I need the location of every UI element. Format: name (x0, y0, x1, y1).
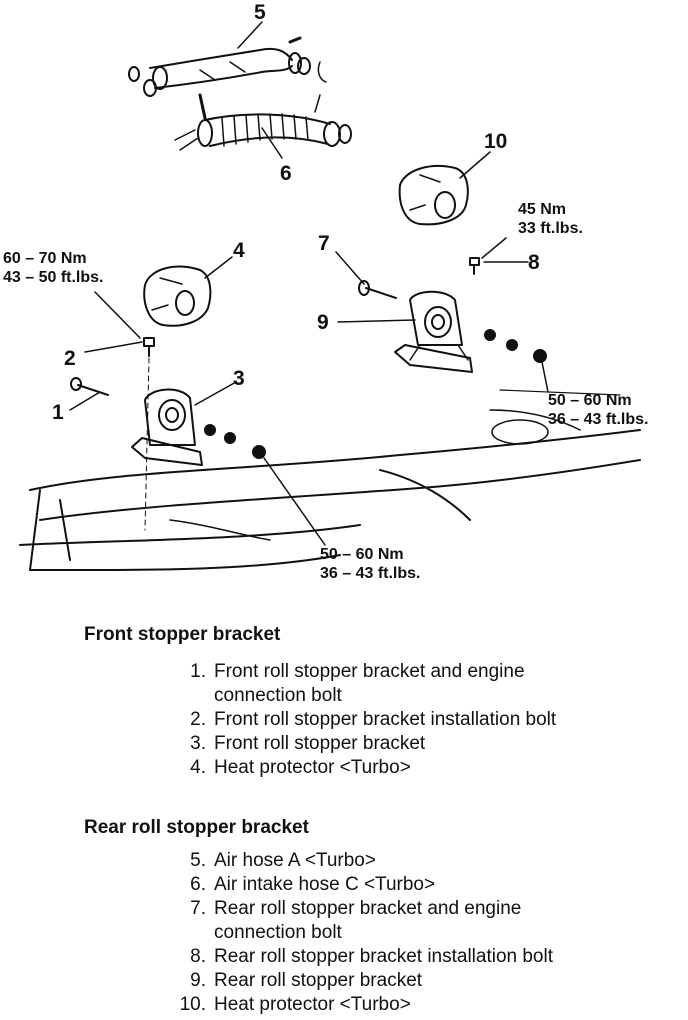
item-number: 4. (190, 757, 206, 778)
torque-nuts-rear: 50 – 60 Nm 36 – 43 ft.lbs. (548, 391, 649, 429)
item-text: Heat protector <Turbo> (214, 757, 411, 778)
callout-9: 9 (317, 311, 329, 334)
torque-nm: 60 – 70 Nm (3, 250, 87, 267)
torque-bolt-8: 45 Nm 33 ft.lbs. (518, 200, 583, 238)
list-item: 3. Front roll stopper bracket (168, 732, 556, 756)
bolt-2 (143, 337, 155, 531)
torque-ftlbs: 36 – 43 ft.lbs. (320, 565, 421, 582)
air-hose-a (128, 36, 327, 97)
item-number: 7. (190, 898, 206, 919)
list-item: 6. Air intake hose C <Turbo> (168, 873, 553, 897)
rear-stopper-bracket (394, 290, 473, 373)
callout-6: 6 (280, 162, 292, 185)
item-text: Rear roll stopper bracket installation b… (214, 946, 554, 967)
callout-8: 8 (528, 251, 540, 274)
list-item: 1. Front roll stopper bracket and engine c… (168, 660, 556, 708)
callout-5: 5 (254, 1, 266, 24)
exploded-diagram (19, 21, 641, 572)
item-text: Front roll stopper bracket installation … (214, 709, 557, 730)
list-item: 7. Rear roll stopper bracket and engine co… (168, 897, 553, 945)
torque-ftlbs: 43 – 50 ft.lbs. (3, 269, 104, 286)
torque-bolt-2: 60 – 70 Nm 43 – 50 ft.lbs. (3, 249, 104, 287)
item-text: Rear roll stopper bracket (214, 970, 423, 991)
item-text: Air hose A <Turbo> (214, 850, 376, 871)
bolt-8 (469, 257, 480, 275)
item-number: 5. (190, 850, 206, 871)
torque-nm: 50 – 60 Nm (320, 546, 404, 563)
list-item: 4. Heat protector <Turbo> (168, 756, 556, 780)
item-number: 6. (190, 874, 206, 895)
item-text: Front roll stopper bracket (214, 733, 426, 754)
item-text: Front roll stopper bracket and engine (214, 661, 525, 682)
item-text: Heat protector <Turbo> (214, 994, 411, 1015)
list-item: 9. Rear roll stopper bracket (168, 969, 553, 993)
bolt-7 (358, 280, 397, 299)
item-text-continued: connection bolt (214, 922, 342, 943)
callout-4: 4 (233, 239, 245, 262)
list-item: 10. Heat protector <Turbo> (168, 993, 553, 1017)
rear-section-title: Rear roll stopper bracket (84, 817, 309, 838)
list-item: 2. Front roll stopper bracket installatio… (168, 708, 556, 732)
leader-lines (69, 21, 549, 546)
callout-3: 3 (233, 367, 245, 390)
torque-nm: 50 – 60 Nm (548, 392, 632, 409)
bolt-1 (70, 377, 109, 396)
air-intake-hose-c (174, 93, 352, 151)
item-number: 1. (190, 661, 206, 682)
callout-10: 10 (484, 130, 508, 153)
item-text-continued: connection bolt (214, 685, 342, 706)
front-stopper-bracket (131, 388, 203, 466)
callout-2: 2 (64, 347, 76, 370)
torque-nm: 45 Nm (518, 201, 567, 218)
item-number: 9. (190, 970, 206, 991)
list-item: 8. Rear roll stopper bracket installation… (168, 945, 553, 969)
callout-1: 1 (52, 401, 64, 424)
torque-ftlbs: 36 – 43 ft.lbs. (548, 411, 649, 428)
item-text: Rear roll stopper bracket and engine (214, 898, 522, 919)
rear-parts-list: 5. Air hose A <Turbo> 6. Air intake hose C… (168, 849, 553, 1017)
nuts-rear (484, 329, 547, 363)
torque-nuts-front: 50 – 60 Nm 36 – 43 ft.lbs. (320, 545, 421, 583)
item-text: Air intake hose C <Turbo> (214, 874, 436, 895)
crossmember (19, 389, 641, 572)
item-number: 3. (190, 733, 206, 754)
list-item: 5. Air hose A <Turbo> (168, 849, 553, 873)
heat-protector-front (143, 265, 212, 327)
item-number: 8. (190, 946, 206, 967)
torque-ftlbs: 33 ft.lbs. (518, 220, 583, 237)
callout-7: 7 (318, 232, 330, 255)
heat-protector-rear (398, 164, 469, 226)
item-number: 2. (190, 709, 206, 730)
nuts-front (204, 424, 266, 459)
front-section-title: Front stopper bracket (84, 624, 281, 645)
item-number: 10. (179, 994, 206, 1015)
front-parts-list: 1. Front roll stopper bracket and engine c… (168, 660, 556, 780)
